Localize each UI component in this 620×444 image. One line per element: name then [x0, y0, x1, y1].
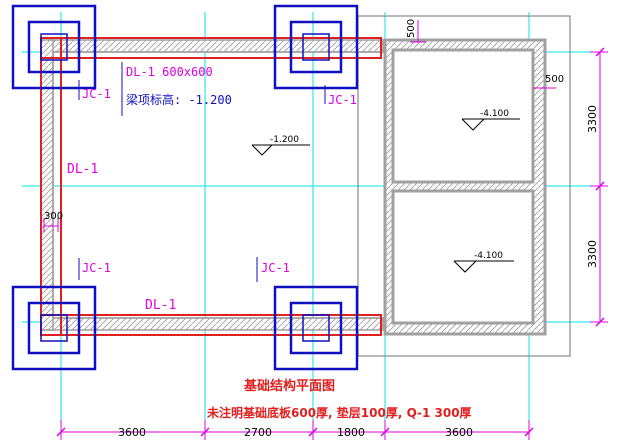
footing-top-right	[273, 4, 359, 90]
level-pit-upper: -4.100	[480, 109, 509, 119]
dimension-pit-top: 500	[406, 19, 417, 38]
main-wall	[40, 39, 386, 331]
dimension-pit-right: 500	[545, 74, 564, 85]
dimension-wall: 300	[44, 211, 63, 222]
level-markers	[251, 118, 520, 273]
footings	[11, 4, 359, 371]
level-marker-main	[251, 144, 310, 156]
level-pit-lower: -4.100	[474, 251, 503, 261]
pit-outer-line	[357, 15, 571, 357]
drawing-note: 未注明基础底板600厚, 垫层100厚, Q-1 300厚	[206, 405, 472, 420]
wall-top	[40, 39, 384, 53]
dimension-bottom-2: 2700	[244, 426, 272, 439]
footing-bottom-right	[273, 285, 359, 371]
dimension-bottom-3: 1800	[337, 426, 365, 439]
pit-chamber-upper	[391, 48, 535, 184]
dimension-ticks	[56, 47, 605, 437]
beam-label-bottom: DL-1	[145, 298, 176, 313]
dimension-right-2: 3300	[586, 240, 599, 268]
dimension-bottom-4: 3600	[445, 426, 473, 439]
footing-top-left	[11, 4, 97, 90]
wall-inner-outline	[52, 51, 386, 319]
leader-lines	[78, 62, 326, 282]
pit-structure	[357, 15, 571, 357]
dimension-bottom-1: 3600	[118, 426, 146, 439]
level-main: -1.200	[270, 135, 299, 145]
footing-label-right-top: JC-1	[328, 93, 357, 107]
wall-bottom	[40, 317, 384, 331]
beam-left	[40, 37, 62, 336]
footing-label-right-bottom: JC-1	[261, 261, 290, 275]
footing-bottom-left	[11, 285, 97, 371]
beam-top-elevation: 梁项标高: -1.200	[126, 92, 232, 107]
pit-chamber-lower	[391, 189, 535, 325]
dimension-right-1: 3300	[586, 105, 599, 133]
level-marker-pit-lower	[453, 260, 514, 273]
beam-label-left: DL-1	[67, 162, 98, 177]
drawing-title: 基础结构平面图	[243, 378, 335, 394]
level-marker-pit-upper	[461, 118, 520, 131]
beam-label-top: DL-1 600x600	[126, 65, 213, 79]
footing-label-left-bottom: JC-1	[82, 261, 111, 275]
footing-label-left-top: JC-1	[82, 87, 111, 101]
